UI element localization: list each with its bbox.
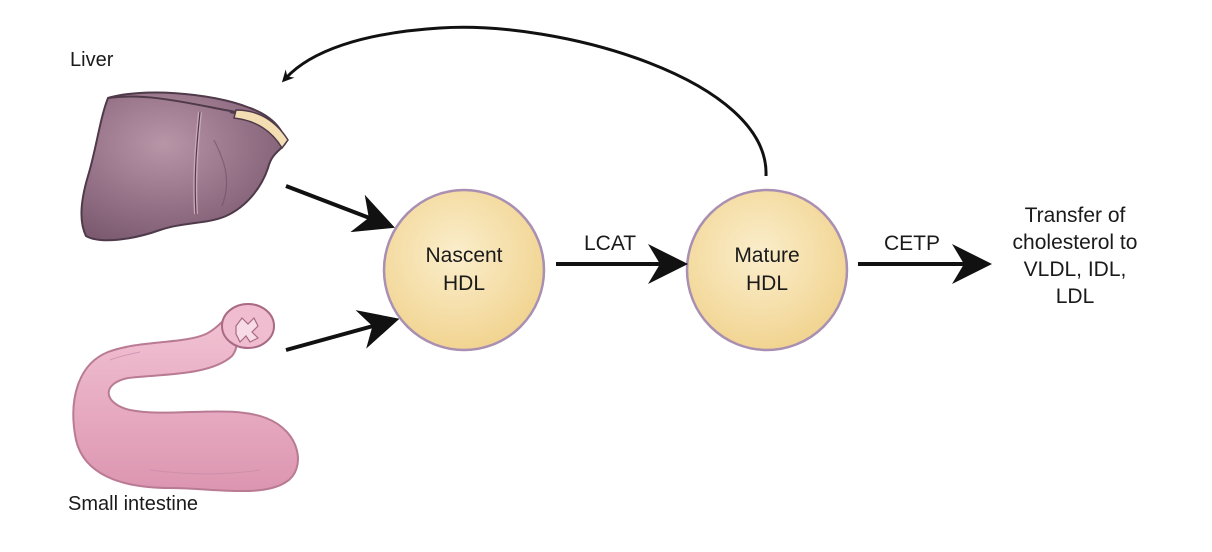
nascent-hdl-line1: Nascent xyxy=(425,244,503,267)
mature-hdl-label: Mature HDL xyxy=(707,242,827,298)
mature-hdl-line2: HDL xyxy=(745,272,788,295)
output-line2: cholesterol to xyxy=(1012,231,1138,254)
small-intestine-label: Small intestine xyxy=(68,493,199,515)
mature-to-liver-return-arrow xyxy=(281,25,768,177)
nascent-hdl-label: Nascent HDL xyxy=(404,242,524,298)
cetp-label: CETP xyxy=(884,232,941,255)
lcat-label: LCAT xyxy=(584,232,637,255)
nascent-hdl-line2: HDL xyxy=(442,272,485,295)
liver-label: Liver xyxy=(70,49,114,71)
liver-illustration xyxy=(80,91,289,242)
liver-to-nascent-arrow xyxy=(285,184,395,233)
mature-hdl-line1: Mature xyxy=(734,244,800,267)
output-line1: Transfer of xyxy=(1024,204,1126,227)
intestine-to-nascent-arrow xyxy=(285,310,400,352)
output-line4: LDL xyxy=(1055,285,1095,308)
nascent-hdl-node xyxy=(382,188,546,352)
output-line3: VLDL, IDL, xyxy=(1023,258,1127,281)
transfer-output-label: Transfer of cholesterol to VLDL, IDL, LD… xyxy=(990,202,1160,310)
small-intestine-illustration xyxy=(72,303,299,493)
